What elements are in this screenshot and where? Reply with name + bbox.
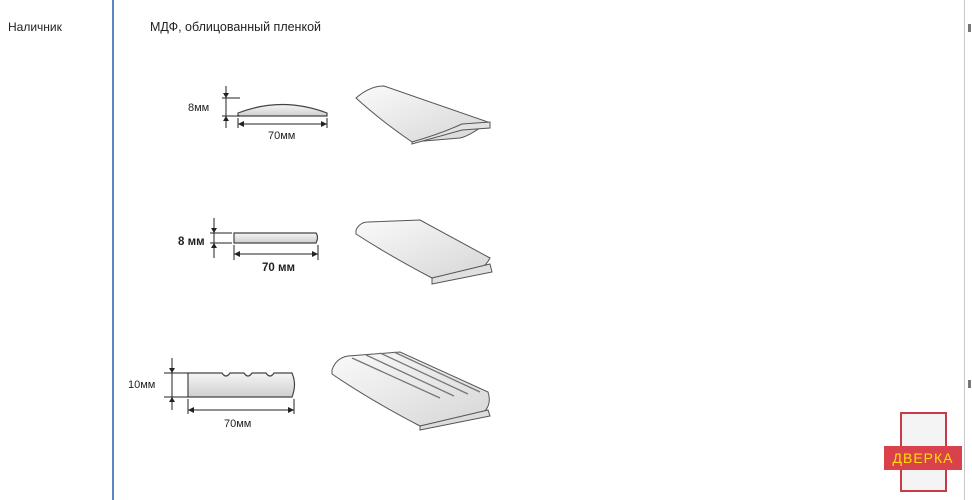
material-description: МДФ, облицованный пленкой	[150, 20, 322, 34]
width-label: 70мм	[224, 418, 252, 430]
edge-marker	[968, 380, 971, 388]
brand-logo: ДВЕРКА	[884, 412, 964, 492]
width-label: 70 мм	[262, 262, 296, 274]
row-content-cell: МДФ, облицованный пленкой	[114, 0, 964, 500]
width-label: 70мм	[268, 130, 296, 142]
logo-text: ДВЕРКА	[884, 446, 962, 470]
row-label-cell: Наличник	[0, 0, 112, 500]
thickness-label: 8мм	[188, 102, 210, 114]
table-border-right	[964, 0, 965, 500]
thickness-label: 10мм	[128, 379, 156, 391]
row-label: Наличник	[8, 20, 62, 34]
thickness-label: 8 мм	[178, 236, 205, 248]
edge-marker	[968, 24, 971, 32]
table-border-left	[112, 0, 114, 500]
